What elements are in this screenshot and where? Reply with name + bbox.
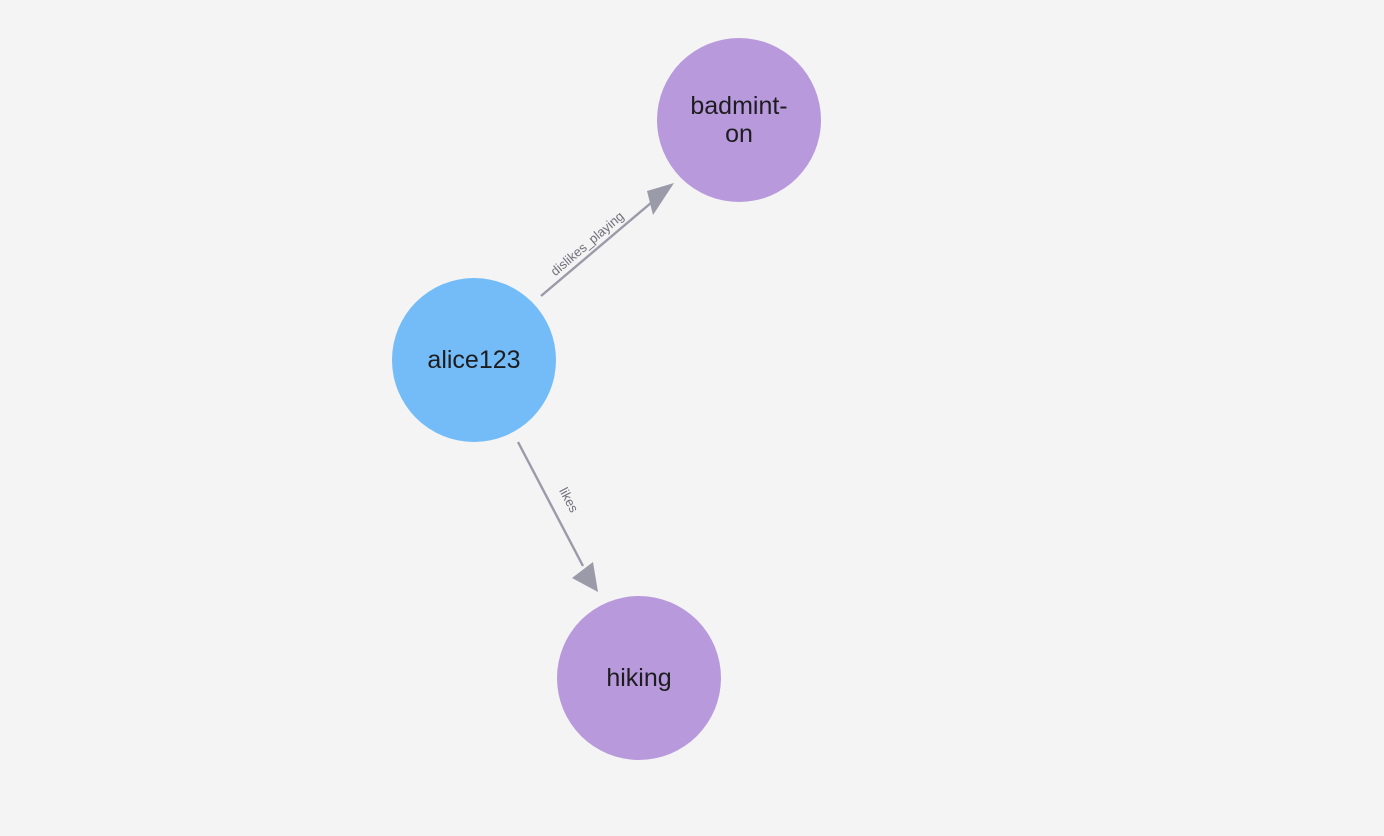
- edge-dislikes-playing[interactable]: dislikes_playing: [540, 183, 674, 297]
- graph-node-badminton-label: badmint- on: [690, 92, 788, 148]
- edge-likes-arrowhead: [572, 562, 598, 592]
- graph-node-badminton[interactable]: badmint- on: [657, 38, 821, 202]
- edge-dislikes-playing-line: [540, 196, 659, 297]
- edge-likes-label: likes: [556, 485, 582, 515]
- graph-node-alice123-label: alice123: [427, 346, 521, 374]
- graph-node-hiking-label: hiking: [606, 664, 672, 692]
- graph-node-alice123[interactable]: alice123: [392, 278, 556, 442]
- edge-likes[interactable]: likes: [516, 441, 598, 592]
- graph-node-hiking[interactable]: hiking: [557, 596, 721, 760]
- edge-dislikes-playing-arrowhead: [647, 183, 674, 215]
- edge-dislikes-playing-label: dislikes_playing: [548, 208, 627, 278]
- edge-likes-line: [516, 441, 585, 567]
